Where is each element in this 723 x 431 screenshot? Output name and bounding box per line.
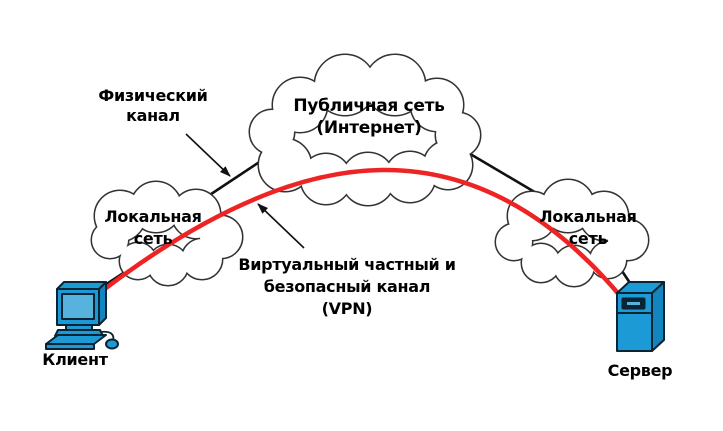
server-icon <box>616 281 665 352</box>
server-label: Сервер <box>608 361 673 380</box>
client-label: Клиент <box>42 350 108 369</box>
physical-channel-arrow <box>185 133 231 177</box>
physical-channel-label-line1: Физический <box>98 86 207 105</box>
lan-left-label-line2: сеть <box>134 229 173 248</box>
public-network-label-line2: (Интернет) <box>316 118 421 138</box>
lan-right-label-line2: сеть <box>569 229 608 248</box>
vpn-channel-label-line1: Виртуальный частный и <box>238 255 455 274</box>
vpn-channel-label-line2: безопасный канал <box>264 277 430 296</box>
public-network-label-line1: Публичная сеть <box>293 96 444 116</box>
client-computer-icon <box>45 281 119 350</box>
monitor-screen <box>61 293 95 320</box>
keyboard-icon <box>45 334 107 345</box>
vpn-tunnel-line <box>85 167 625 305</box>
physical-channel-label-line2: канал <box>126 106 180 125</box>
mouse-icon <box>105 338 119 350</box>
lan-right-label-line1: Локальная <box>539 207 636 226</box>
lan-left-label-line1: Локальная <box>104 207 201 226</box>
vpn-channel-label-line3: (VPN) <box>322 299 373 318</box>
vpn-channel-arrow <box>257 203 305 249</box>
